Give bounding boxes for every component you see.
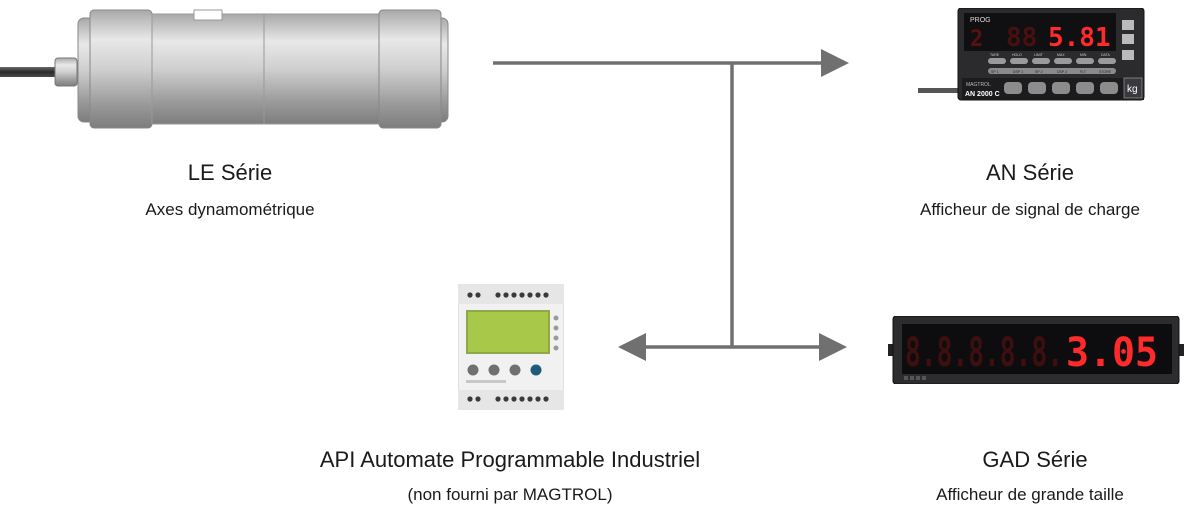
gad-subtitle: Afficheur de grande taille <box>936 485 1124 504</box>
an-key-label-2: HOLD <box>1012 53 1022 57</box>
an-key-label-6: DATA <box>1101 53 1110 57</box>
an-subtitle: Afficheur de signal de charge <box>920 200 1140 219</box>
an-key2-label-5: FLT <box>1080 70 1087 74</box>
panel-meter-image: PROG 2 88 5.81 TARE HOLD LIMIT MAX MIN D… <box>918 8 1145 101</box>
an-model: AN 2000 C <box>965 91 1000 98</box>
api-title: API Automate Programmable Industriel <box>319 447 701 472</box>
gad-display-value: 3.05 <box>1066 330 1158 376</box>
plc-image <box>458 284 564 410</box>
le-subtitle: Axes dynamométrique <box>145 200 315 219</box>
large-display-image: 8.8.8.8.8. 3.05 <box>888 316 1184 384</box>
an-brand: MAGTROL <box>966 82 991 88</box>
an-dim-digits: 88 <box>1006 23 1037 53</box>
api-subtitle: (non fourni par MAGTROL) <box>407 485 613 504</box>
prog-label: PROG <box>970 17 991 24</box>
gad-dim-digits: 8.8.8.8.8. <box>905 330 1063 376</box>
load-pin-image <box>0 9 449 129</box>
an-title: AN Série <box>985 160 1075 185</box>
an-dim-digit: 2 <box>970 27 983 52</box>
an-key-label-5: MIN <box>1080 53 1087 57</box>
plc-terminals-bottom <box>467 396 549 402</box>
an-key-label-4: MAX <box>1057 53 1065 57</box>
an-key-label-3: LIMIT <box>1034 53 1044 57</box>
an-display-value: 5.81 <box>1048 23 1111 53</box>
an-key2-label-1: SP 1 <box>991 70 999 74</box>
an-unit: kg <box>1127 84 1138 95</box>
an-keys-row1 <box>988 58 1116 64</box>
an-key2-label-4: DSP 2 <box>1057 70 1067 74</box>
an-key2-label-2: DSP 1 <box>1013 70 1023 74</box>
plc-terminals-top <box>467 292 549 298</box>
le-title: LE Série <box>187 160 273 185</box>
an-key2-label-6: STORE <box>1099 70 1112 74</box>
an-key2-label-3: SP 2 <box>1035 70 1043 74</box>
gad-title: GAD Série <box>982 447 1088 472</box>
an-key-label-1: TARE <box>990 53 1000 57</box>
